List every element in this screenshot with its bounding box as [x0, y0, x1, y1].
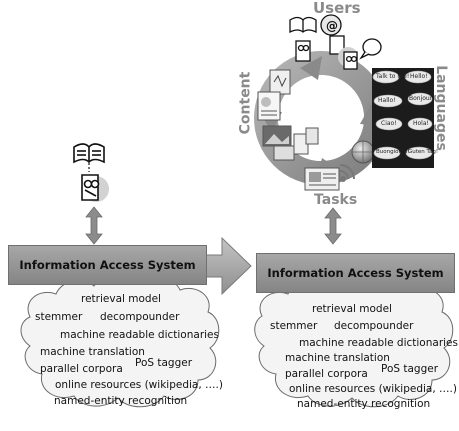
component-item: parallel corpora	[40, 363, 123, 375]
component-item: PoS tagger	[381, 363, 439, 375]
bubble-text: Ciao!	[381, 120, 397, 127]
language-bubble-shapes	[372, 70, 433, 160]
content-icons	[257, 69, 319, 161]
user-icon	[81, 174, 100, 201]
component-item: parallel corpora	[285, 368, 368, 380]
book-icon	[73, 143, 105, 164]
component-item: stemmer	[270, 320, 318, 332]
component-item: machine readable dictionaries	[60, 329, 219, 341]
tasks-icons	[304, 140, 375, 191]
component-item: retrieval model	[81, 293, 161, 305]
svg-text:@: @	[326, 19, 338, 33]
component-item: PoS tagger	[135, 357, 193, 369]
component-item: decompounder	[100, 311, 180, 323]
bubble-text: Hallo!	[378, 97, 396, 104]
left-system-box: Information Access System	[8, 245, 207, 285]
bubble-text: Bonjour!	[409, 95, 435, 102]
languages-label: Languages	[432, 65, 449, 151]
component-item: stemmer	[35, 311, 83, 323]
right-system-box: Information Access System	[256, 253, 455, 293]
bubble-text: Hello!	[410, 73, 428, 80]
bubble-text: Guten Tag!	[408, 149, 439, 155]
left-system-title: Information Access System	[19, 258, 196, 272]
component-item: machine translation	[285, 352, 390, 364]
component-item: retrieval model	[312, 303, 392, 315]
bubble-text: Talk to me!	[376, 73, 410, 80]
component-item: decompounder	[334, 320, 414, 332]
component-item: online resources (wikipedia, ….)	[289, 383, 457, 395]
left-double-arrow	[85, 206, 103, 245]
languages-panel	[372, 68, 434, 168]
bubble-text: Hola!	[413, 120, 429, 127]
users-label: Users	[313, 0, 361, 17]
component-item: online resources (wikipedia, ….)	[55, 379, 223, 391]
right-system-title: Information Access System	[267, 266, 444, 280]
component-item: named-entity recognition	[54, 395, 188, 407]
component-item: machine readable dictionaries	[299, 337, 458, 349]
content-label: Content	[237, 71, 254, 135]
bubble-text: Buongiorno!	[376, 149, 410, 155]
users-icons: @	[289, 14, 382, 70]
tasks-label: Tasks	[314, 192, 358, 208]
right-double-arrow	[324, 207, 342, 245]
component-item: machine translation	[40, 346, 145, 358]
component-item: named-entity recognition	[297, 398, 431, 410]
